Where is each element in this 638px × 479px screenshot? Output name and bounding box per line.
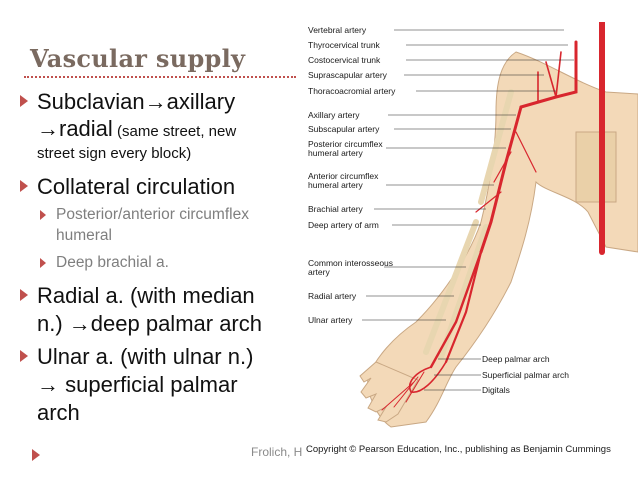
bullet-radial-line2: n.) →deep palmar arch <box>37 311 262 336</box>
label-deep-palmar-arch: Deep palmar arch <box>482 354 550 364</box>
bullet-arrow-icon <box>20 350 28 362</box>
label-ulnar-artery: Ulnar artery <box>308 315 353 325</box>
arteries <box>381 22 605 411</box>
label-anterior-circumflex: Anterior circumflex <box>308 171 379 181</box>
figure-copyright: Copyright © Pearson Education, Inc., pub… <box>306 444 611 455</box>
sub-bullet-deep-brachial: Deep brachial a. <box>56 254 169 271</box>
footer-arrow-icon <box>32 449 40 461</box>
sub-bullet-arrow-icon <box>40 258 46 268</box>
title-divider <box>24 76 296 78</box>
sub-bullet-circumflex: Posterior/anterior circumflex <box>56 206 249 223</box>
bullet-arrow-icon <box>20 289 28 301</box>
leader-lines <box>362 29 574 391</box>
label-axillary-artery: Axillary artery <box>308 110 360 120</box>
label-common-interosseous: Common interosseous <box>308 258 394 268</box>
label-radial-artery: Radial artery <box>308 291 357 301</box>
bullet-collateral: Collateral circulation <box>37 174 236 199</box>
label-thoracoacromial-artery: Thoracoacromial artery <box>308 86 396 96</box>
bullet-arrow-icon <box>20 95 28 107</box>
bullet-subclavian-line3: street sign every block) <box>37 145 192 162</box>
label-thyrocervical-trunk: Thyrocervical trunk <box>308 40 380 50</box>
bullet-subclavian: Subclavian→axillary <box>37 89 236 114</box>
footer-credit: Frolich, H <box>251 445 303 459</box>
bullet-ulnar: Ulnar a. (with ulnar n.) <box>37 344 254 369</box>
label-anterior-circumflex-2: humeral artery <box>308 180 363 190</box>
bullet-ulnar-line2: → superficial palmar <box>37 372 238 397</box>
label-digitals: Digitals <box>482 385 510 395</box>
arm-illustration <box>359 22 638 428</box>
label-costocervical-trunk: Costocervical trunk <box>308 55 381 65</box>
slide-title: Vascular supply <box>30 44 246 73</box>
label-vertebral-artery: Vertebral artery <box>308 25 367 35</box>
chest-area <box>575 131 617 203</box>
sub-bullet-circumflex-line2: humeral <box>56 227 112 244</box>
sub-bullet-arrow-icon <box>40 210 46 220</box>
arm-artery-figure: Vertebral artery Thyrocervical trunk Cos… <box>306 22 638 459</box>
bullet-radial-note: (same street, new <box>112 123 237 140</box>
label-deep-artery-arm: Deep artery of arm <box>308 220 379 230</box>
label-posterior-circumflex: Posterior circumflex <box>308 139 383 149</box>
label-superficial-palmar-arch: Superficial palmar arch <box>482 370 569 380</box>
label-subscapular-artery: Subscapular artery <box>308 124 380 134</box>
bullet-radial-text: →radial <box>37 116 113 141</box>
bullet-arrow-icon <box>20 180 28 192</box>
bullet-ulnar-line3: arch <box>37 400 80 425</box>
label-suprascapular-artery: Suprascapular artery <box>308 70 387 80</box>
label-common-interosseous-2: artery <box>308 267 330 277</box>
bullet-radial: Radial a. (with median <box>37 283 255 308</box>
label-posterior-circumflex-2: humeral artery <box>308 148 363 158</box>
label-brachial-artery: Brachial artery <box>308 204 363 214</box>
bullet-subclavian-line2: →radial (same street, new <box>37 116 236 145</box>
